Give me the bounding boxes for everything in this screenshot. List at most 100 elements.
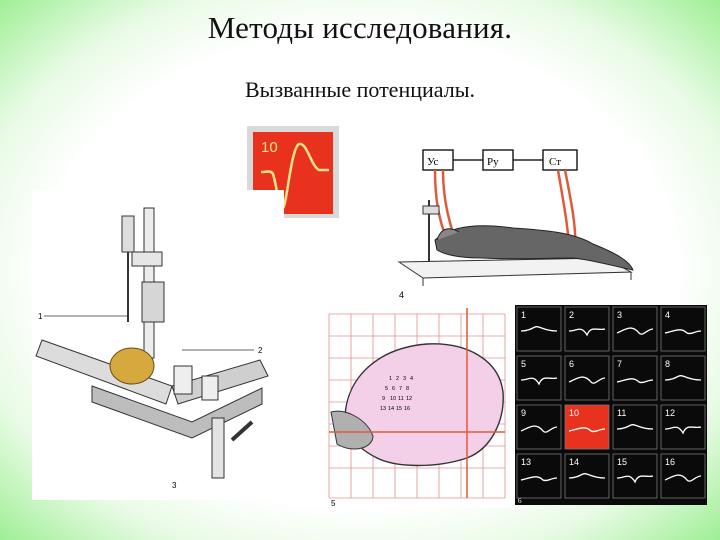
response-cell-label: 12	[665, 408, 675, 418]
label-1: 1	[38, 312, 43, 321]
response-cell-background	[612, 404, 658, 450]
response-trace	[664, 426, 702, 435]
response-cell-label: 2	[569, 310, 574, 320]
response-cell: 7	[612, 355, 658, 401]
response-cell: 4	[660, 306, 706, 352]
svg-text:13: 13	[380, 406, 386, 412]
svg-text:4: 4	[410, 376, 413, 382]
svg-text:6: 6	[392, 386, 395, 392]
stereotaxic-svg: 1 2 3	[35, 207, 269, 490]
brain-hemisphere	[344, 343, 504, 467]
response-trace	[568, 376, 606, 384]
response-cell-label: 13	[521, 457, 531, 467]
brain-map-svg: 1 2 3 4 5 6 7 8 9 10 11 12 13 14 15 16 5	[328, 308, 506, 508]
animal-setup-figure-label: 4	[399, 290, 404, 300]
response-trace	[664, 374, 702, 381]
response-cell: 14	[564, 453, 610, 499]
box-label-ru: Ру	[487, 156, 499, 168]
stand-leg	[211, 417, 225, 479]
response-cell: 2	[564, 306, 610, 352]
response-trace	[568, 472, 606, 479]
frame-base	[91, 385, 263, 439]
svg-text:11: 11	[398, 396, 404, 402]
svg-text:12: 12	[406, 396, 412, 402]
animal-skull	[109, 347, 155, 385]
response-cell: 5	[516, 355, 562, 401]
response-cell: 12	[660, 404, 706, 450]
response-trace	[520, 425, 558, 433]
response-cell: 10	[564, 404, 610, 450]
animal-setup-svg: Ус Ру Ст 4	[397, 149, 634, 300]
animal-body	[434, 225, 634, 271]
response-trace	[520, 476, 558, 482]
response-cell-label: 1	[521, 310, 526, 320]
response-trace	[664, 474, 702, 482]
slide-subtitle: Вызванные потенциалы.	[244, 77, 475, 102]
response-trace	[616, 475, 654, 484]
response-cell-label: 11	[617, 408, 626, 418]
frame-bar-right	[171, 359, 269, 405]
response-trace	[664, 329, 702, 335]
response-cell: 16	[660, 453, 706, 499]
response-cell-label: 6	[569, 359, 574, 369]
responses-figure-label: 6	[518, 497, 522, 505]
svg-text:5: 5	[385, 386, 388, 392]
cylinder-1	[173, 365, 193, 395]
waveform-inset-panel: 10	[247, 126, 339, 218]
response-cell-background	[612, 355, 658, 401]
response-cell-label: 10	[569, 408, 579, 418]
response-cell-background	[660, 355, 706, 401]
response-cell-background	[564, 404, 610, 450]
response-cell: 8	[660, 355, 706, 401]
response-trace	[616, 378, 654, 384]
response-cell-label: 8	[665, 359, 670, 369]
brain-map-panel: 1 2 3 4 5 6 7 8 9 10 11 12 13 14 15 16 5	[317, 308, 515, 508]
svg-text:3: 3	[403, 376, 406, 382]
svg-text:10: 10	[390, 396, 396, 402]
response-cell-background	[660, 306, 706, 352]
response-cell-label: 4	[665, 310, 670, 320]
brain-map-figure-label: 5	[331, 499, 336, 508]
response-cell-label: 9	[521, 408, 526, 418]
box-label-st: Ст	[549, 156, 561, 168]
animal-setup-panel: Ус Ру Ст 4	[393, 140, 643, 302]
carrier-block	[131, 251, 163, 267]
svg-text:16: 16	[404, 406, 410, 412]
response-cell-background	[516, 453, 562, 499]
waveform-inset-label: 10	[261, 139, 278, 156]
response-trace	[520, 325, 558, 332]
slide-title: Методы исследования.	[207, 10, 513, 45]
response-cell: 15	[612, 453, 658, 499]
response-cell-label: 5	[521, 359, 526, 369]
cerebellum-shaded	[330, 410, 374, 450]
response-trace	[616, 423, 654, 430]
svg-text:2: 2	[396, 376, 399, 382]
response-cell: 13	[516, 453, 562, 499]
response-cell-label: 15	[617, 457, 627, 467]
label-2: 2	[258, 346, 263, 355]
svg-text:9: 9	[382, 396, 385, 402]
svg-text:14: 14	[388, 406, 394, 412]
response-cell: 1	[516, 306, 562, 352]
response-trace	[568, 427, 606, 433]
svg-text:8: 8	[406, 386, 409, 392]
micromanipulator	[141, 281, 165, 323]
label-3: 3	[172, 481, 177, 490]
response-cell: 9	[516, 404, 562, 450]
cylinder-2	[201, 375, 219, 401]
svg-text:15: 15	[396, 406, 402, 412]
box-label-us: Ус	[427, 156, 438, 168]
stereotaxic-panel: 1 2 3	[32, 190, 284, 500]
svg-text:1: 1	[389, 376, 392, 382]
animal-head	[436, 228, 460, 241]
response-cell-background	[564, 453, 610, 499]
response-trace	[520, 377, 558, 386]
lever	[230, 420, 254, 442]
response-cell: 6	[564, 355, 610, 401]
svg-text:7: 7	[399, 386, 402, 392]
stand-clamp	[422, 205, 440, 215]
response-cell: 11	[612, 404, 658, 450]
response-cell-label: 7	[617, 359, 622, 369]
